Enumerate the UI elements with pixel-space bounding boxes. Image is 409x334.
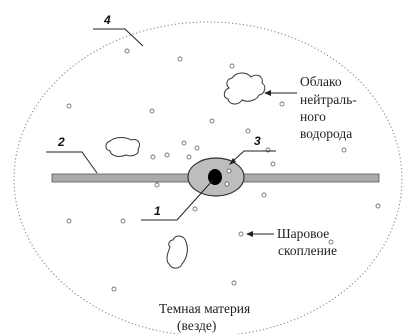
cloud-arrow-head: [264, 90, 271, 96]
dark-matter-text-line-1: Темная материя: [159, 301, 250, 316]
cloud-annotation: Облако нейтраль- ного водорода: [264, 74, 357, 141]
bulge-stars: [224, 168, 232, 187]
label-3-bulge: 3: [254, 134, 261, 148]
cluster-arrow-head: [246, 231, 253, 237]
cluster-text-line-2: скопление: [278, 243, 337, 258]
leader-2: [46, 151, 98, 174]
dark-matter-annotation: Темная материя (везде): [159, 301, 250, 333]
label-1-core: 1: [154, 204, 161, 218]
cloud-text-line-2: нейтраль-: [300, 92, 357, 107]
label-4-halo: 4: [103, 13, 111, 27]
hydrogen-cloud-small: [105, 137, 141, 157]
cloud-text-line-4: водорода: [300, 126, 352, 141]
leader-3-arrowhead: [229, 158, 236, 165]
dark-matter-text-line-2: (везде): [177, 318, 216, 333]
cluster-annotation: Шаровое скопление: [246, 226, 337, 258]
cluster-text-line-1: Шаровое: [277, 226, 329, 241]
leader-4: [93, 28, 144, 47]
dark-matter-halo: [13, 21, 403, 334]
hydrogen-cloud-lower: [166, 235, 188, 269]
leader-1: [141, 179, 214, 221]
hydrogen-cloud-large: [223, 72, 266, 105]
label-2-disk: 2: [57, 135, 65, 149]
cloud-text-line-1: Облако: [300, 74, 342, 89]
leader-3: [231, 150, 276, 163]
cloud-text-line-3: ного: [300, 109, 326, 124]
